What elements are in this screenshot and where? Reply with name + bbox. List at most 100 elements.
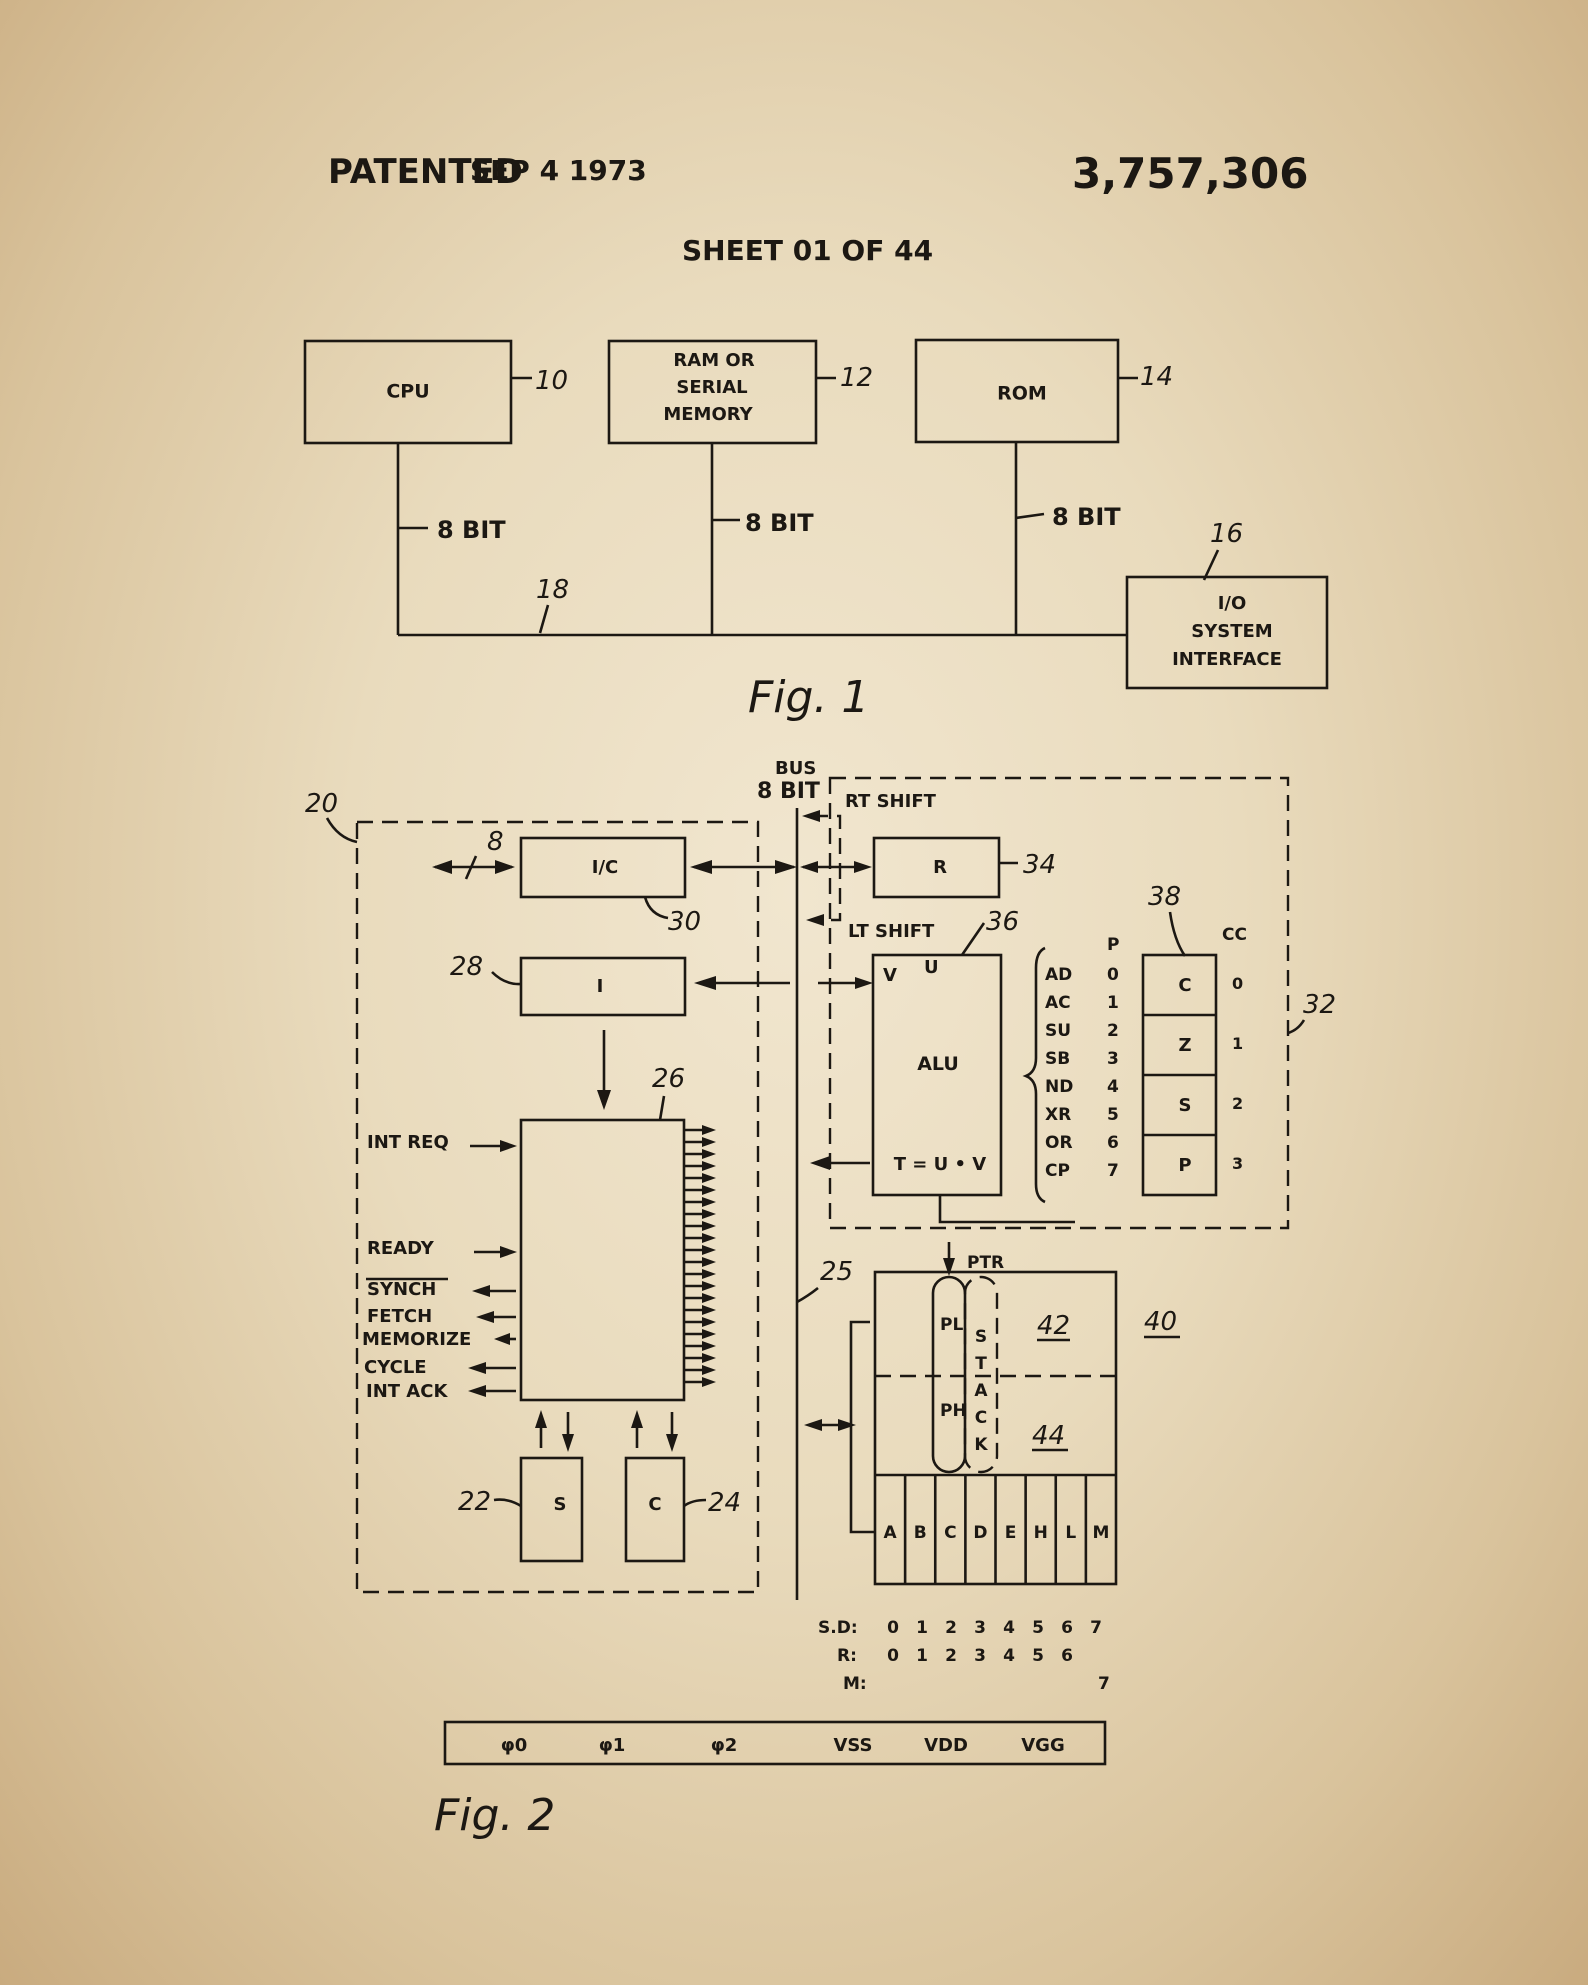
register-cell: M	[1092, 1523, 1109, 1543]
bus-label-2: 8 BIT	[757, 779, 820, 804]
register-cell: E	[1005, 1523, 1017, 1543]
stack-letter: K	[974, 1435, 988, 1455]
io-label-2: SYSTEM	[1191, 621, 1272, 642]
io-label-3: INTERFACE	[1172, 649, 1282, 670]
ptr-label: PTR	[967, 1253, 1004, 1273]
op-code: 7	[1107, 1161, 1119, 1181]
ref-8: 8	[487, 827, 504, 857]
op-code: 5	[1107, 1105, 1119, 1125]
alu-v: V	[883, 965, 897, 986]
stack-letter: T	[975, 1354, 987, 1374]
cpu-label: CPU	[386, 381, 429, 403]
bus-ref: 18	[536, 575, 569, 605]
output-tick-arrow	[702, 1221, 716, 1231]
alu-box	[871, 953, 1003, 1197]
rt-shift-label: RT SHIFT	[845, 791, 937, 812]
pointer-register	[931, 1275, 967, 1474]
sheet-label: SHEET 01 OF 44	[682, 234, 933, 267]
sd-code: 2	[945, 1618, 957, 1638]
control-block	[519, 1118, 686, 1402]
cpu-ref: 10	[535, 366, 568, 396]
output-tick-arrow	[702, 1341, 716, 1351]
flag-code: 3	[1232, 1154, 1243, 1173]
signal-int-ack: INT ACK	[366, 1381, 448, 1402]
bus-to-i-arrow	[694, 976, 716, 990]
control-ref-leader	[658, 1095, 666, 1121]
r-code: 1	[916, 1646, 928, 1666]
ref-40: 40	[1144, 1307, 1177, 1337]
output-tick-arrow	[702, 1317, 716, 1327]
output-tick-arrow	[702, 1137, 716, 1147]
power-pin: VSS	[833, 1735, 872, 1756]
fig2-alu-section: RT SHIFT LT SHIFT R 34 V U ALU T = U • V…	[800, 776, 1336, 1230]
bus-ref-leader	[796, 1286, 819, 1304]
c-label: C	[648, 1494, 661, 1515]
io-label-1: I/O	[1218, 593, 1247, 614]
bus-ref: 25	[820, 1257, 853, 1287]
ph-label: PH	[940, 1401, 967, 1421]
flag-code: 2	[1232, 1094, 1243, 1113]
stack-letter: S	[975, 1327, 987, 1347]
io-data-arrows	[432, 860, 515, 874]
op-mnemonic: SB	[1045, 1049, 1070, 1069]
fig2-control-section: 20 8 I/C 30 I 28 26 INT REQ READY	[305, 789, 797, 1594]
patent-date: SEP 4 1973	[470, 154, 647, 187]
r-code: 6	[1061, 1646, 1073, 1666]
ptr-arrow	[943, 1258, 955, 1276]
op-code: 1	[1107, 993, 1119, 1013]
alu-output-line	[938, 1195, 1075, 1224]
section-ref: 32	[1303, 990, 1336, 1020]
signal-fetch: FETCH	[367, 1306, 432, 1327]
op-code: 6	[1107, 1133, 1119, 1153]
power-pin: VGG	[1021, 1735, 1064, 1756]
flag-cell: C	[1178, 975, 1191, 996]
op-mnemonic: AD	[1045, 965, 1072, 985]
alu-label: ALU	[917, 1053, 959, 1075]
ram-label-1: RAM OR	[673, 350, 754, 371]
register-cell: D	[973, 1523, 987, 1543]
output-tick-arrow	[702, 1281, 716, 1291]
output-tick-arrow	[702, 1185, 716, 1195]
output-tick-arrow	[702, 1269, 716, 1279]
io-ref: 16	[1210, 519, 1243, 549]
control-ref: 26	[652, 1064, 685, 1094]
output-tick-arrow	[702, 1173, 716, 1183]
synch-arrow	[472, 1285, 490, 1297]
output-tick-arrow	[702, 1233, 716, 1243]
output-tick-arrow	[702, 1329, 716, 1339]
bus-width-label-1: 8 BIT	[437, 516, 506, 544]
r-code: 3	[974, 1646, 986, 1666]
s-ref: 22	[458, 1487, 491, 1517]
signal-synch: SYNCH	[367, 1279, 436, 1300]
fig2-caption: Fig. 2	[434, 1790, 555, 1841]
flag-cell: P	[1178, 1155, 1191, 1176]
patented-label: PATENTED	[328, 152, 523, 192]
register-cell: L	[1065, 1523, 1076, 1543]
alu-bus-arrow	[810, 1156, 830, 1170]
sd-code: 0	[887, 1618, 899, 1638]
ic-bus-arrows	[690, 860, 797, 874]
bus-label-1: BUS	[775, 758, 816, 779]
r-code: 2	[945, 1646, 957, 1666]
r-box	[872, 836, 1001, 899]
s-label: S	[554, 1494, 567, 1515]
ram-label-3: MEMORY	[663, 404, 753, 425]
m-value: 7	[1098, 1674, 1110, 1694]
rom-label: ROM	[997, 383, 1047, 405]
control-output-ticks	[684, 1125, 716, 1387]
pl-label: PL	[940, 1315, 963, 1335]
r-label-row: R:	[837, 1646, 857, 1666]
flag-cell: Z	[1178, 1035, 1191, 1056]
register-cell: B	[914, 1523, 927, 1543]
sc-link-lines	[539, 1412, 674, 1448]
patent-number: 3,757,306	[1072, 149, 1308, 198]
op-mnemonic: XR	[1045, 1105, 1071, 1125]
